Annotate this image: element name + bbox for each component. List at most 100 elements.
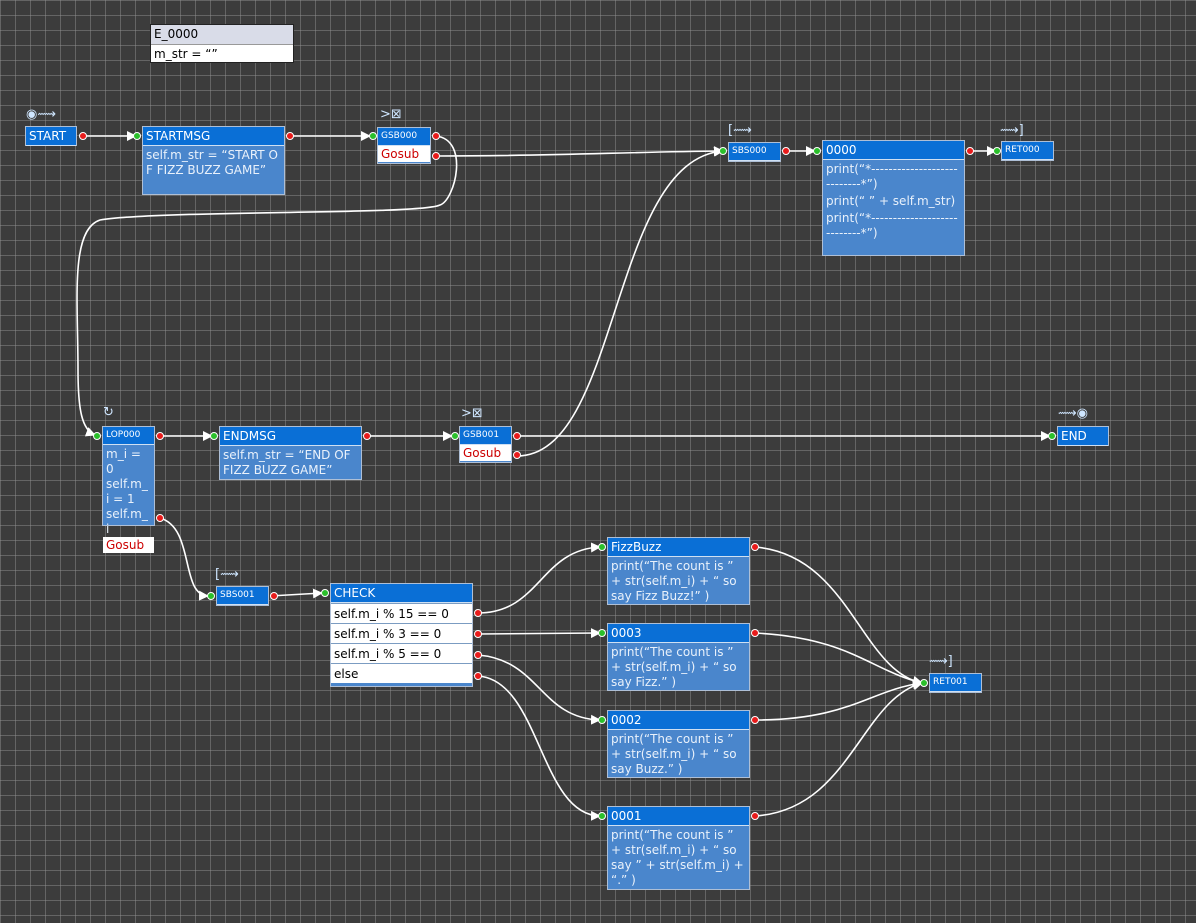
gsb000-node[interactable]: GSB000 Gosub	[377, 127, 431, 164]
fizzbuzz-out-port[interactable]	[751, 543, 759, 551]
lop000-out-port[interactable]	[156, 432, 164, 440]
proc-0003-title: 0003	[608, 624, 749, 643]
variables-box[interactable]: E_0000 m_str = “”	[150, 24, 294, 63]
proc-0000-out-port[interactable]	[966, 147, 974, 155]
gsb001-gosub: Gosub	[460, 445, 511, 461]
lop000-step: self.m_i	[106, 507, 148, 536]
proc-0000-line2: print(“ ” + self.m_str)	[826, 194, 956, 208]
endmsg-title: ENDMSG	[220, 427, 361, 446]
gsb000-title: GSB000	[378, 128, 430, 146]
wire-fizzbuzz-ret001	[754, 546, 923, 687]
ret000-in-port[interactable]	[993, 147, 1001, 155]
proc-0000-title: 0000	[823, 141, 964, 160]
check-condition-else: else	[331, 663, 472, 683]
endmsg-node[interactable]: ENDMSG self.m_str = “END OF FIZZ BUZZ GA…	[219, 426, 362, 480]
startmsg-in-port[interactable]	[133, 132, 141, 140]
proc-0001-out-port[interactable]	[751, 812, 759, 820]
proc-0003-in-port[interactable]	[598, 629, 606, 637]
variables-box-title: E_0000	[151, 25, 293, 45]
lop000-gosub: Gosub	[103, 537, 154, 553]
proc-0002-in-port[interactable]	[598, 716, 606, 724]
wire-sbs001-check	[269, 588, 323, 599]
sbs000-node[interactable]: SBS000	[728, 142, 781, 162]
start-out-port[interactable]	[79, 132, 87, 140]
sbs000-out-port[interactable]	[782, 147, 790, 155]
wire-lop000-sbs001	[159, 517, 209, 601]
wire-0002-ret001	[754, 679, 923, 721]
wire-check-0003	[477, 628, 601, 639]
gsb000-in-port[interactable]	[369, 132, 377, 140]
sbs001-node[interactable]: SBS001	[216, 586, 269, 606]
startmsg-title: STARTMSG	[143, 127, 284, 146]
lop000-node[interactable]: LOP000 m_i = 0 self.m_i = 1 self.m_i Gos…	[102, 426, 155, 553]
fizzbuzz-in-port[interactable]	[598, 543, 606, 551]
check-condition-fizzbuzz: self.m_i % 15 == 0	[331, 603, 472, 623]
endmsg-out-port[interactable]	[363, 432, 371, 440]
end-node-label: END	[1058, 427, 1108, 446]
startmsg-node[interactable]: STARTMSG self.m_str = “START OF FIZZ BUZ…	[142, 126, 285, 195]
return-icon: ⟿]	[929, 654, 953, 669]
sbs000-title: SBS000	[729, 143, 780, 161]
fizzbuzz-node[interactable]: FizzBuzz print(“The count is ” + str(sel…	[607, 537, 750, 605]
check-condition-buzz: self.m_i % 5 == 0	[331, 643, 472, 663]
gsb001-out-port[interactable]	[513, 432, 521, 440]
wire-gsb000-sbs000	[435, 146, 724, 157]
proc-0001-in-port[interactable]	[598, 812, 606, 820]
ret001-node[interactable]: RET001	[929, 673, 982, 693]
wire-0003-ret001	[754, 632, 923, 686]
proc-0000-line1: print(“*----------------------------*”)	[826, 162, 958, 191]
sbs001-out-port[interactable]	[270, 592, 278, 600]
proc-0003-code: print(“The count is ” + str(self.m_i) + …	[611, 645, 737, 689]
wire-gsb000-lop000	[76, 135, 458, 437]
proc-0002-title: 0002	[608, 711, 749, 730]
end-in-port[interactable]	[1048, 432, 1056, 440]
gsb000-gosub-port[interactable]	[432, 152, 440, 160]
gosub-icon: >⊠	[461, 406, 483, 421]
wire-check-0002	[477, 654, 601, 725]
return-icon: ⟿]	[1000, 123, 1024, 138]
proc-0003-out-port[interactable]	[751, 629, 759, 637]
startmsg-code: self.m_str = “START OF FIZZ BUZZ GAME”	[146, 148, 278, 177]
variables-box-value: m_str = “”	[154, 47, 218, 61]
sbs001-title: SBS001	[217, 587, 268, 605]
proc-0001-title: 0001	[608, 807, 749, 826]
start-node[interactable]: START	[25, 126, 77, 146]
lop000-gosub-port[interactable]	[156, 514, 164, 522]
proc-0002-code: print(“The count is ” + str(self.m_i) + …	[611, 732, 737, 776]
loop-icon: ↻	[103, 405, 114, 420]
endmsg-in-port[interactable]	[210, 432, 218, 440]
proc-0002-out-port[interactable]	[751, 716, 759, 724]
lop000-title: LOP000	[103, 427, 154, 445]
proc-0000-in-port[interactable]	[813, 147, 821, 155]
wire-0001-ret001	[754, 680, 923, 817]
fizzbuzz-code: print(“The count is ” + str(self.m_i) + …	[611, 559, 737, 603]
sbs000-in-port[interactable]	[719, 147, 727, 155]
end-node[interactable]: END	[1057, 426, 1109, 446]
check-out-port-1[interactable]	[474, 609, 482, 617]
proc-0002-node[interactable]: 0002 print(“The count is ” + str(self.m_…	[607, 710, 750, 778]
check-out-port-3[interactable]	[474, 651, 482, 659]
start-node-label: START	[26, 127, 76, 146]
gsb001-node[interactable]: GSB001 Gosub	[459, 426, 512, 463]
proc-0003-node[interactable]: 0003 print(“The count is ” + str(self.m_…	[607, 623, 750, 691]
proc-0001-node[interactable]: 0001 print(“The count is ” + str(self.m_…	[607, 806, 750, 890]
ret001-in-port[interactable]	[920, 679, 928, 687]
wire-gsb001-sbs000	[516, 146, 724, 457]
subroutine-start-icon: [⟿	[215, 567, 239, 582]
check-out-port-2[interactable]	[474, 630, 482, 638]
startmsg-out-port[interactable]	[286, 132, 294, 140]
lop000-in-port[interactable]	[93, 432, 101, 440]
wire-check-fizzbuzz	[477, 542, 601, 614]
proc-0000-node[interactable]: 0000 print(“*---------------------------…	[822, 140, 965, 256]
gsb001-gosub-port[interactable]	[513, 451, 521, 459]
check-in-port[interactable]	[321, 589, 329, 597]
check-node[interactable]: CHECK self.m_i % 15 == 0 self.m_i % 3 ==…	[330, 583, 473, 687]
ret000-node[interactable]: RET000	[1001, 141, 1054, 161]
sbs001-in-port[interactable]	[207, 592, 215, 600]
check-out-port-4[interactable]	[474, 672, 482, 680]
end-icon: ⟿◉	[1058, 406, 1088, 421]
gsb001-in-port[interactable]	[451, 432, 459, 440]
start-icon: ◉⟿	[26, 107, 56, 122]
gsb000-out-port[interactable]	[432, 132, 440, 140]
